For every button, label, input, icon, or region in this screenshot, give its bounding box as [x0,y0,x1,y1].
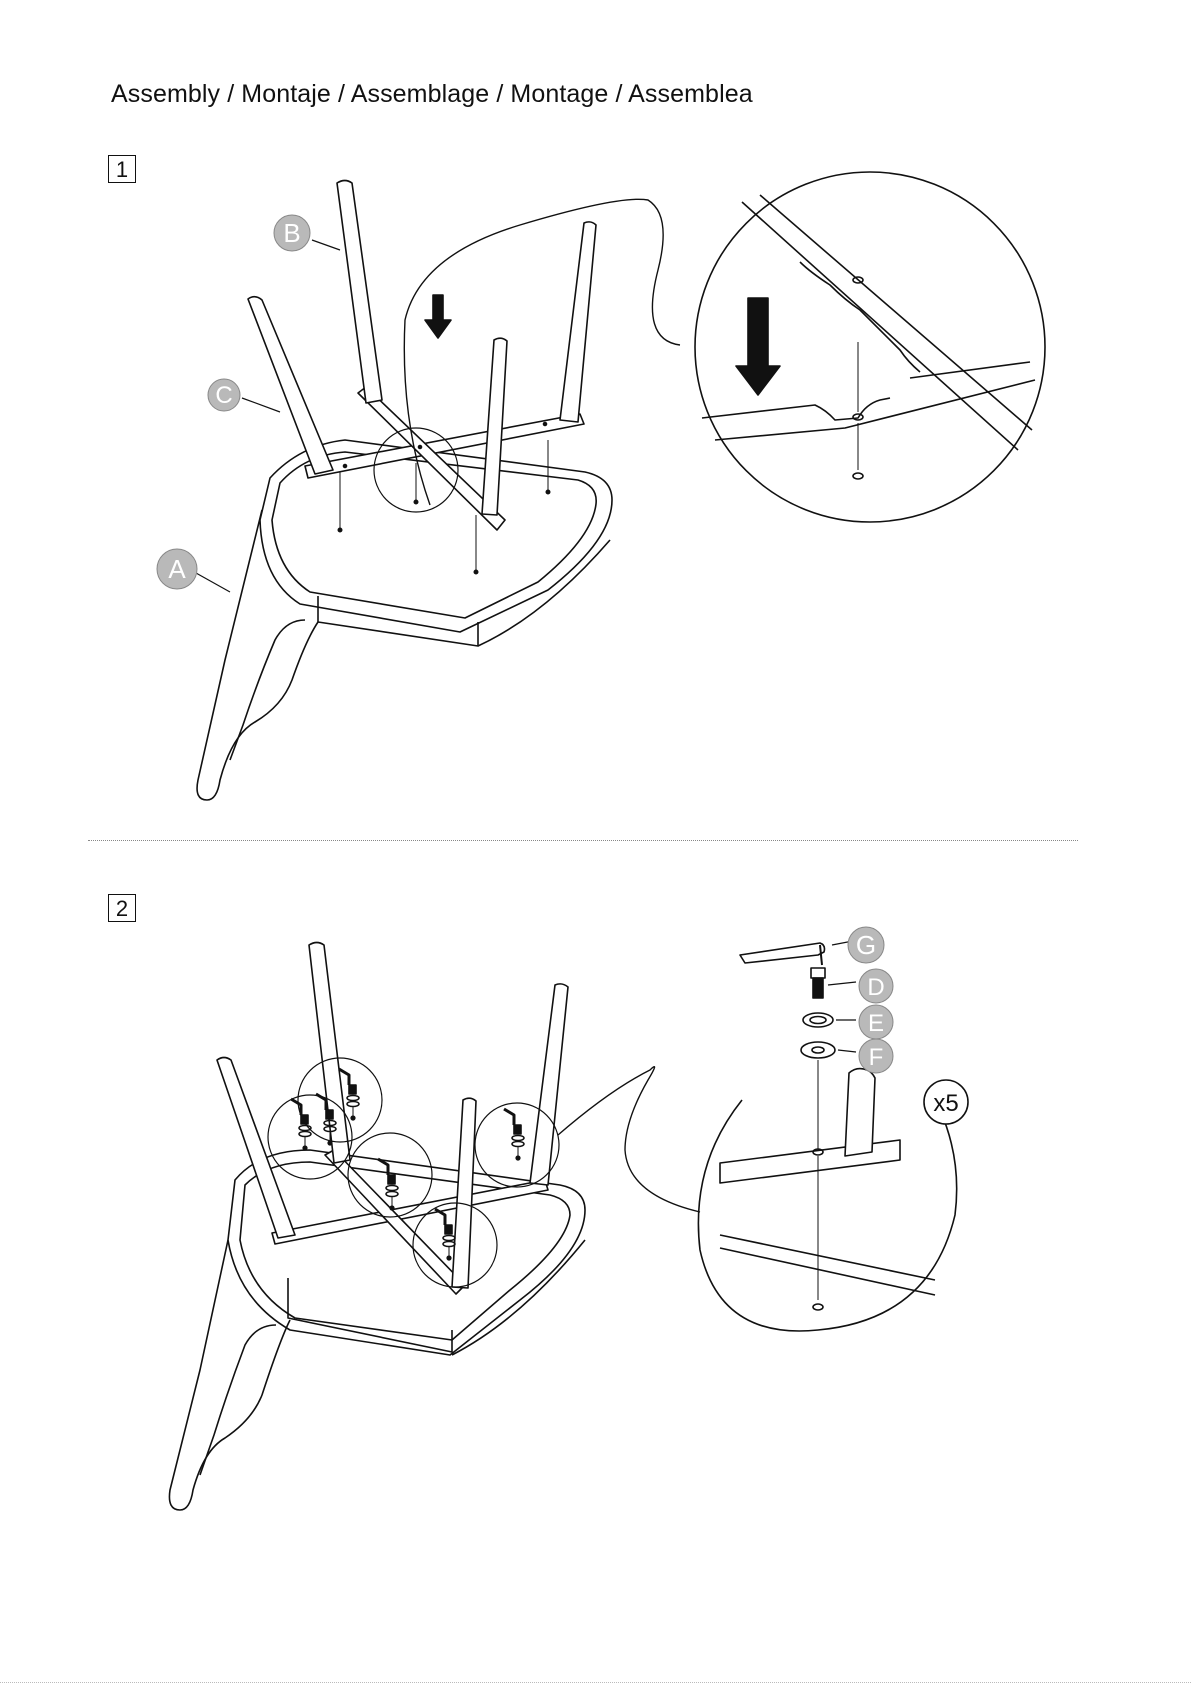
svg-text:C: C [215,382,232,409]
part-label-E: E [859,1005,893,1039]
svg-text:E: E [868,1010,884,1037]
step-2-illustration [169,940,956,1510]
svg-text:G: G [856,930,876,960]
part-label-F: F [859,1039,893,1073]
svg-text:B: B [283,218,300,248]
down-arrow-step-1 [425,295,451,338]
part-label-C: C [208,379,240,411]
detail-zoom-step-1 [695,172,1045,522]
step-1-illustration [196,172,1045,800]
quantity-badge: x5 [924,1080,968,1124]
svg-text:A: A [168,554,186,584]
svg-text:F: F [869,1044,884,1071]
part-label-G: G [848,927,884,963]
svg-text:x5: x5 [933,1090,958,1117]
hardware-stack [740,940,858,1058]
part-label-A: A [157,549,197,589]
chair-seat-step-1 [197,440,612,800]
part-label-B: B [274,215,310,251]
part-label-D: D [859,969,893,1003]
detail-zoom-step-2 [698,1060,956,1331]
svg-text:D: D [867,974,884,1001]
